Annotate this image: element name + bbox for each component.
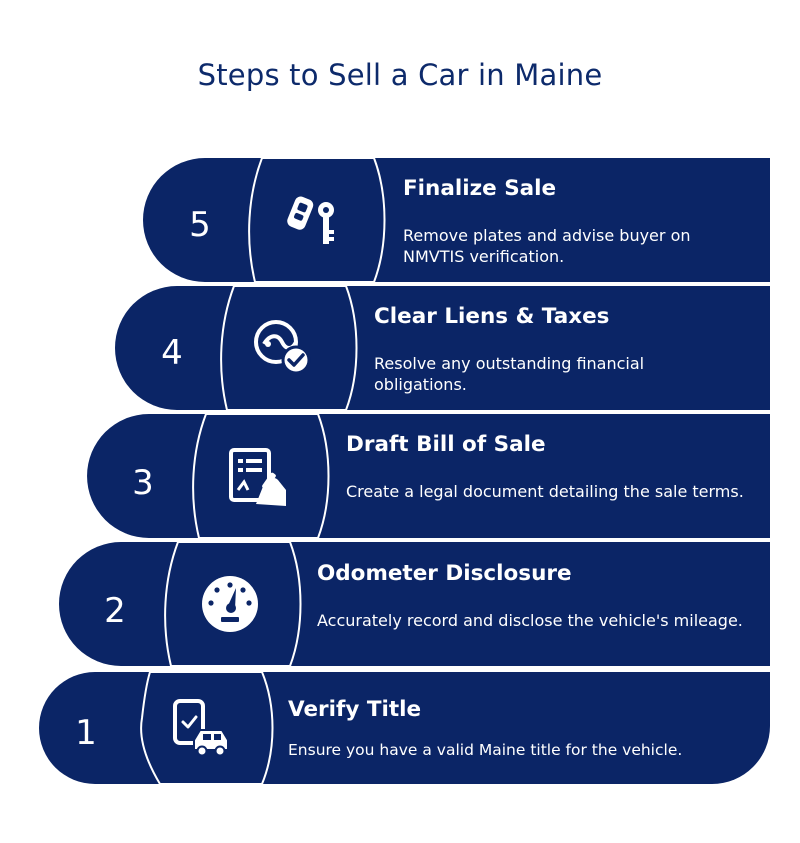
step-4-number: 4 — [161, 333, 183, 373]
step-5-title: Finalize Sale — [403, 176, 557, 201]
step-2-number: 2 — [104, 591, 126, 631]
document-sign-icon — [229, 448, 286, 506]
step-1-description: Ensure you have a valid Maine title for … — [288, 741, 683, 759]
step-5-icon-column — [248, 157, 386, 283]
phone-car-icon — [173, 699, 229, 757]
step-1-title: Verify Title — [288, 697, 422, 722]
money-check-icon — [254, 320, 311, 375]
step-4-title: Clear Liens & Taxes — [374, 304, 610, 329]
step-5-number: 5 — [189, 205, 211, 245]
step-1-number: 1 — [75, 713, 97, 753]
step-3-description: Create a legal document detailing the sa… — [346, 482, 744, 501]
step-1: 1 — [39, 671, 770, 785]
car-keys-icon — [287, 196, 334, 244]
step-5-description: Remove plates and advise buyer on NMVTIS… — [403, 226, 691, 266]
step-3-icon-column — [192, 413, 330, 539]
step-3-number: 3 — [132, 463, 154, 503]
step-4: 4 — [115, 285, 770, 411]
speedometer-icon — [202, 576, 258, 632]
step-2-title: Odometer Disclosure — [317, 561, 572, 586]
page-title: Steps to Sell a Car in Maine — [197, 58, 603, 92]
step-5: 5 — [143, 157, 770, 283]
step-2-description: Accurately record and disclose the vehic… — [317, 611, 743, 630]
step-3: 3 — [87, 413, 771, 539]
step-2: 2 — [59, 541, 770, 667]
step-4-description: Resolve any outstanding financial obliga… — [374, 354, 645, 394]
step-3-title: Draft Bill of Sale — [346, 432, 546, 457]
step-1-icon-column — [140, 671, 274, 785]
